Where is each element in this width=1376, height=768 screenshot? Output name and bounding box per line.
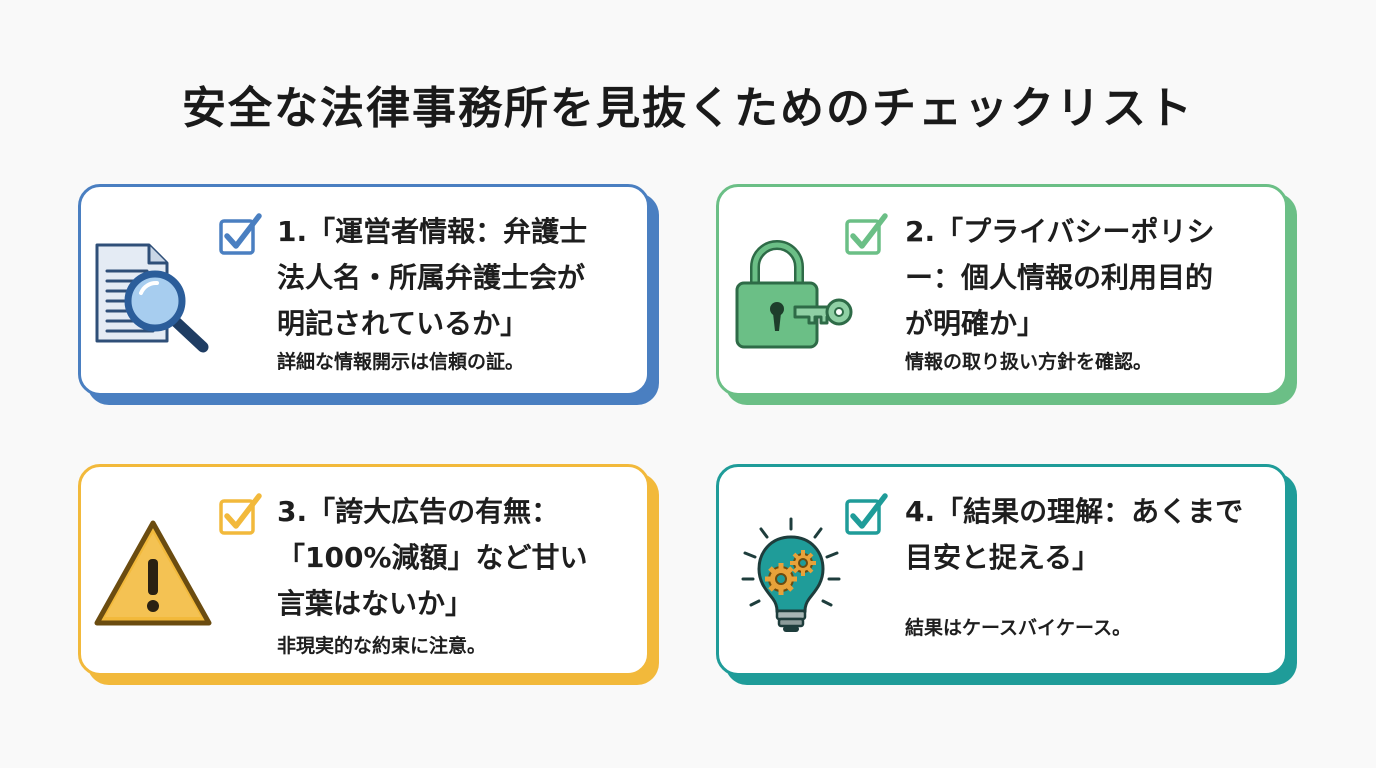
checklist-card-operator-info: 1.「運営者情報：弁護士 法人名・所属弁護士会が 明記されているか」 詳細な情報… [78, 184, 650, 396]
checklist-card-result-understanding: 4.「結果の理解：あくまで 目安と捉える」 結果はケースバイケース。 [716, 464, 1288, 676]
warning-triangle-icon [87, 507, 219, 639]
card-heading: 2.「プライバシーポリシ ー：個人情報の利用目的 が明確か」 [905, 215, 1215, 340]
checkbox-checked-icon [843, 211, 891, 259]
card-heading: 1.「運営者情報：弁護士 法人名・所属弁護士会が 明記されているか」 [277, 215, 588, 340]
card-description: 結果はケースバイケース。 [905, 617, 1132, 639]
card-heading: 4.「結果の理解：あくまで 目安と捉える」 [905, 495, 1244, 574]
padlock-key-icon [725, 227, 857, 359]
checklist-card-privacy-policy: 2.「プライバシーポリシ ー：個人情報の利用目的 が明確か」 情報の取り扱い方針… [716, 184, 1288, 396]
page-title: 安全な法律事務所を見抜くためのチェックリスト [182, 83, 1194, 134]
checkbox-checked-icon [217, 211, 265, 259]
checkbox-checked-icon [217, 491, 265, 539]
card-description: 詳細な情報開示は信頼の証。 [277, 351, 525, 373]
document-magnifier-icon [87, 227, 219, 359]
lightbulb-gears-icon [725, 507, 857, 639]
card-description: 非現実的な約束に注意。 [277, 635, 487, 657]
card-heading: 3.「誇大広告の有無： 「100%減額」など甘い 言葉はないか」 [277, 495, 588, 620]
card-description: 情報の取り扱い方針を確認。 [905, 351, 1153, 373]
checklist-card-exaggerated-ads: 3.「誇大広告の有無： 「100%減額」など甘い 言葉はないか」 非現実的な約束… [78, 464, 650, 676]
checkbox-checked-icon [843, 491, 891, 539]
